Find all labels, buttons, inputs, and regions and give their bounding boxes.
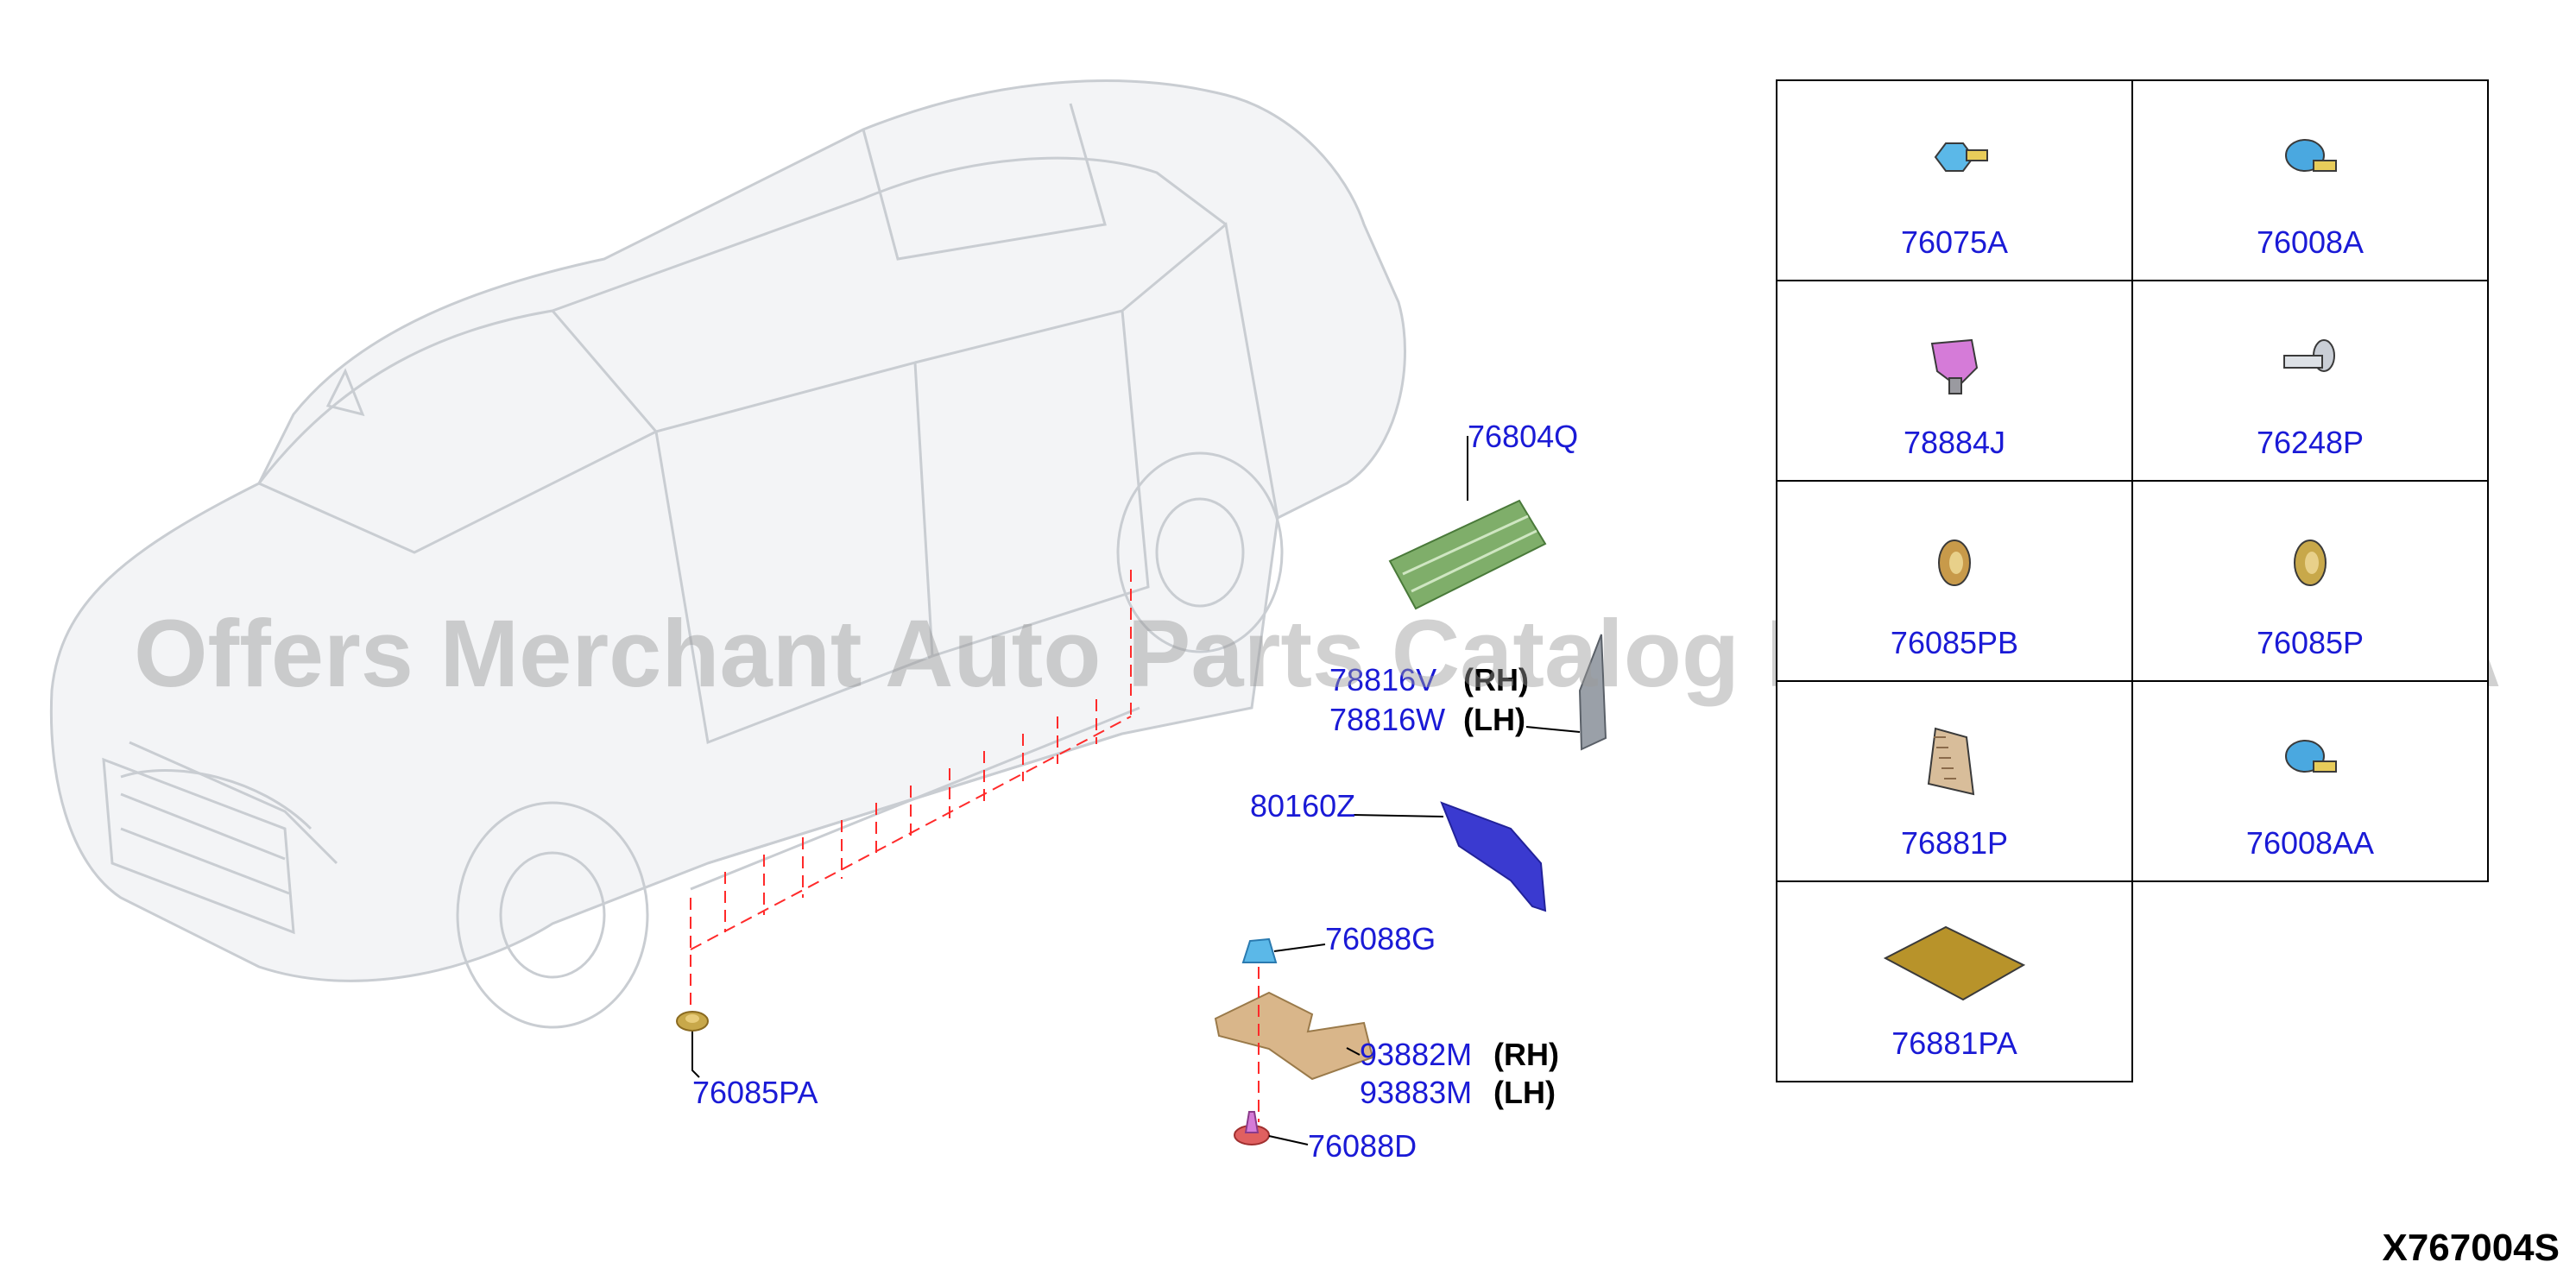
part-93882M-93883M[interactable]: 93882M (RH) 93883M (LH): [1214, 967, 1559, 1122]
grid-cell-76881PA[interactable]: 76881PA: [1776, 880, 2133, 1082]
rivet-icon: [2283, 339, 2335, 372]
grid-part-code: 76085P: [2257, 625, 2364, 660]
callout-93882M: 93882M: [1360, 1037, 1472, 1072]
callout-78816V: 78816V: [1329, 662, 1436, 697]
sheet-icon: [1883, 925, 2026, 1001]
callout-76804Q: 76804Q: [1468, 419, 1578, 454]
callout-80160Z: 80160Z: [1250, 788, 1355, 824]
part-76804Q[interactable]: 76804Q: [1388, 419, 1578, 610]
grid-cell-frame: [2131, 280, 2489, 482]
grid-cell-78884J[interactable]: 78884J: [1776, 280, 2133, 482]
callout-76088D: 76088D: [1308, 1128, 1417, 1164]
part-80160Z[interactable]: 80160Z: [1250, 788, 1547, 912]
grid-part-code: 76008AA: [2246, 825, 2374, 861]
grommet-icon: [2294, 540, 2327, 586]
callout-93883M: 93883M: [1360, 1075, 1472, 1110]
parts-reference-grid: 76075A 76008A 78884J 76248P 76085PB 76085P 768…: [1776, 79, 2489, 1082]
part-76088D[interactable]: 76088D: [1234, 1111, 1417, 1164]
part-76088G[interactable]: 76088G: [1241, 921, 1436, 963]
bolt-icon: [1934, 142, 1988, 172]
grid-cell-frame: [2131, 680, 2489, 882]
pad-icon: [1927, 727, 1975, 796]
callout-78816W: 78816W: [1329, 702, 1445, 737]
clip-icon: [1930, 338, 1979, 394]
side-mark-lh-93883M: (LH): [1493, 1075, 1556, 1110]
grid-part-code: 76075A: [1901, 224, 2008, 260]
side-mark-rh-78816V: (RH): [1463, 662, 1529, 697]
grid-part-code: 76881PA: [1891, 1025, 2017, 1061]
screw-icon: [2285, 740, 2337, 773]
grid-cell-76881P[interactable]: 76881P: [1776, 680, 2133, 882]
grid-cell-76085PB[interactable]: 76085PB: [1776, 480, 2133, 682]
clip-position-lines: [690, 570, 1132, 1014]
grid-cell-76008A[interactable]: 76008A: [2131, 79, 2489, 281]
grid-part-code: 76248P: [2257, 425, 2364, 460]
grid-part-code: 76008A: [2257, 224, 2364, 260]
grommet-icon: [1938, 540, 1971, 586]
car-illustration: [49, 79, 1406, 1029]
grid-cell-76075A[interactable]: 76075A: [1776, 79, 2133, 281]
grid-cell-76008AA[interactable]: 76008AA: [2131, 680, 2489, 882]
screw-icon: [2285, 139, 2337, 172]
grid-part-code: 78884J: [1904, 425, 2005, 460]
grid-cell-frame: [1776, 79, 2133, 281]
side-mark-lh-78816W: (LH): [1463, 702, 1525, 737]
grid-cell-frame: [2131, 79, 2489, 281]
side-mark-rh-93882M: (RH): [1493, 1037, 1559, 1072]
callout-76085PA: 76085PA: [692, 1075, 818, 1110]
callout-76088G: 76088G: [1325, 921, 1436, 956]
grid-cell-76248P[interactable]: 76248P: [2131, 280, 2489, 482]
part-78816V-78816W[interactable]: 78816V (RH) 78816W (LH): [1329, 634, 1607, 751]
part-76085PA[interactable]: 76085PA: [676, 1011, 818, 1110]
grid-cell-76085P[interactable]: 76085P: [2131, 480, 2489, 682]
grid-part-code: 76085PB: [1891, 625, 2018, 660]
grid-part-code: 76881P: [1901, 825, 2008, 861]
diagram-id: X767004S: [2382, 1227, 2560, 1269]
